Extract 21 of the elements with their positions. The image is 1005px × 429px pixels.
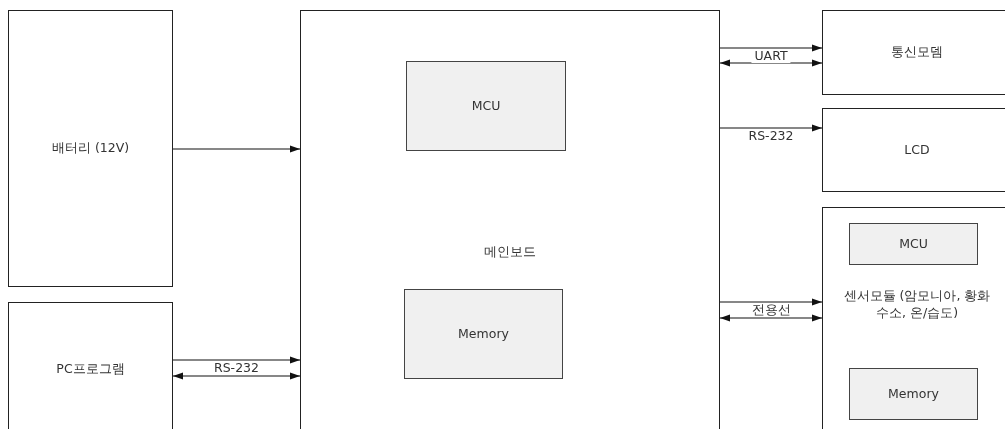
double-arrow: [719, 314, 823, 322]
chip-box: MCU: [406, 61, 566, 151]
block-box: [300, 10, 720, 429]
arrow: [719, 298, 823, 306]
chip-box: Memory: [849, 368, 978, 420]
block-box: [822, 207, 1005, 429]
block-title: 메인보드: [483, 244, 537, 261]
arrow: [172, 145, 301, 153]
block-box: LCD: [822, 108, 1005, 192]
chip-box: Memory: [404, 289, 563, 379]
arrow: [719, 124, 823, 132]
block-title: 센서모듈 (암모니아, 황화수소, 온/습도): [842, 288, 992, 322]
chip-box: MCU: [849, 223, 978, 265]
block-box: PC프로그램: [8, 302, 173, 429]
block-box: 배터리 (12V): [8, 10, 173, 287]
edge-label: UART: [751, 49, 791, 63]
arrow: [172, 356, 301, 364]
block-box: 통신모뎀: [822, 10, 1005, 95]
double-arrow: [719, 59, 823, 67]
arrow: [719, 44, 823, 52]
double-arrow: [172, 372, 301, 380]
